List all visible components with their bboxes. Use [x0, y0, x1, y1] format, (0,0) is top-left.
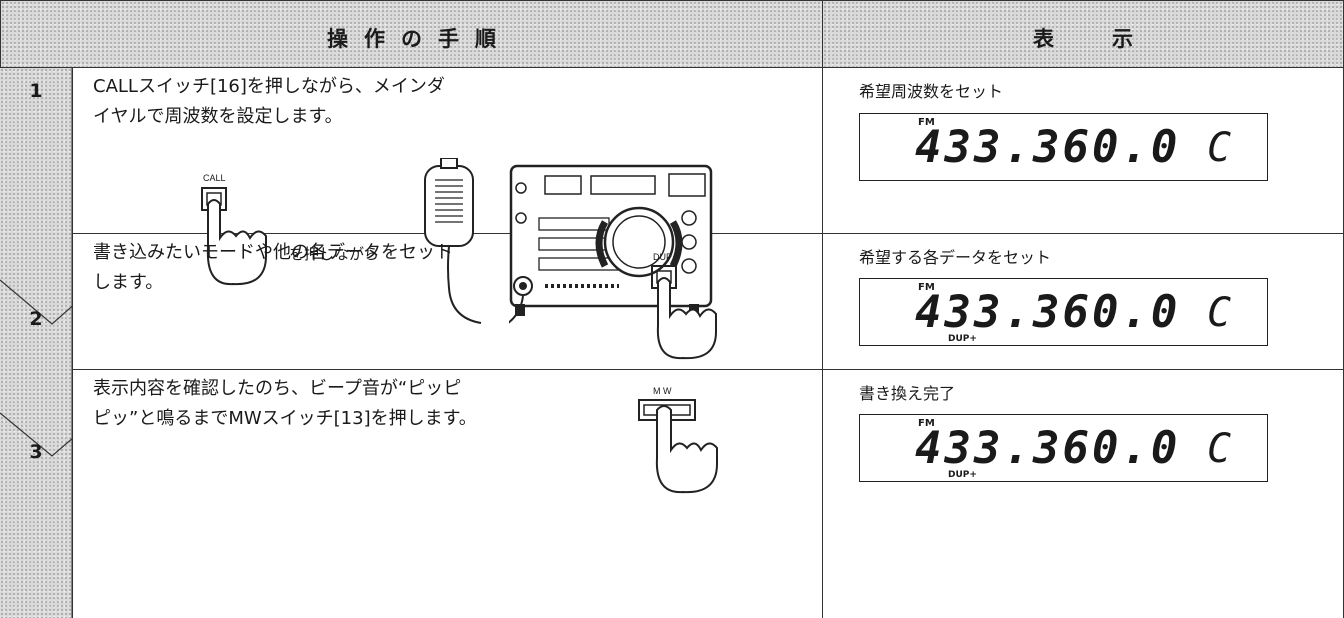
- step-1-number: 1: [29, 80, 43, 102]
- display-header: 表示: [822, 0, 1344, 68]
- step-2-number: 2: [29, 308, 43, 330]
- step-1-text: CALLスイッチ[16]を押しながら、メインダ イヤルで周波数を設定します。: [93, 76, 445, 127]
- call-button-press-icon: [201, 187, 267, 286]
- microphone-icon: [424, 158, 482, 324]
- mw-button-press-icon: [638, 399, 718, 494]
- channel-indicator: C: [1207, 125, 1232, 171]
- display-divider: [823, 369, 1343, 370]
- channel-indicator: C: [1207, 426, 1232, 472]
- mode-indicator: FM: [918, 418, 935, 429]
- step-3-lcd-display: FM 433.360.0 C DUP+: [859, 414, 1268, 482]
- step-divider: [73, 369, 823, 370]
- step-3-number: 3: [29, 441, 43, 463]
- frequency-readout: 433.360.0: [915, 287, 1181, 338]
- step-2-display-label: 希望する各データをセット: [859, 248, 1052, 267]
- step-1-caption: を押しながら: [289, 245, 380, 263]
- step-content-column: CALLスイッチ[16]を押しながら、メインダ イヤルで周波数を設定します。 C…: [72, 68, 823, 618]
- display-divider: [823, 233, 1343, 234]
- step-2-text: 書き込みたいモードや他の各データをセット します。: [93, 242, 453, 293]
- dup-button-press-icon: [651, 265, 717, 360]
- duplex-indicator: DUP+: [948, 470, 977, 480]
- frequency-readout: 433.360.0: [915, 122, 1181, 173]
- step-1-lcd-display: FM 433.360.0 C: [859, 113, 1268, 181]
- mw-button-label: M W: [653, 386, 672, 396]
- channel-indicator: C: [1207, 290, 1232, 336]
- display-column: 希望周波数をセット FM 433.360.0 C 希望する各データをセット FM…: [822, 68, 1344, 618]
- step-3-text: 表示内容を確認したのち、ビープ音が“ピッピ ピッ”と鳴るまでMWスイッチ[13]…: [93, 378, 477, 429]
- duplex-indicator: DUP+: [948, 334, 977, 344]
- step-1-display-label: 希望周波数をセット: [859, 82, 1004, 101]
- mode-indicator: FM: [918, 117, 935, 128]
- call-button-label: CALL: [203, 173, 226, 183]
- mode-indicator: FM: [918, 282, 935, 293]
- procedure-header-title: 操作の手順: [327, 27, 512, 51]
- procedure-header: 操作の手順: [0, 0, 822, 68]
- step-2-lcd-display: FM 433.360.0 C DUP+: [859, 278, 1268, 346]
- step-3-display-label: 書き換え完了: [859, 384, 956, 403]
- display-header-title: 表示: [1033, 27, 1191, 51]
- dup-button-label: DUP: [653, 252, 673, 262]
- frequency-readout: 433.360.0: [915, 423, 1181, 474]
